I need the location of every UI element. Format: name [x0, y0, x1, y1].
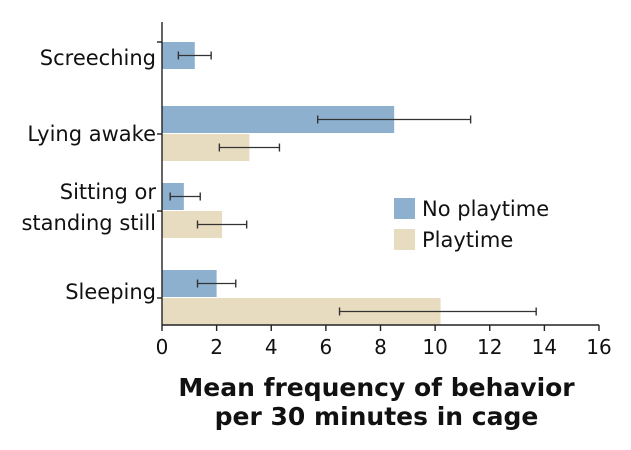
category-label: standing still [21, 211, 156, 235]
legend-swatch [394, 229, 415, 250]
x-tick-label: 16 [586, 335, 611, 359]
x-tick-label: 6 [320, 335, 333, 359]
x-tick-label: 14 [532, 335, 557, 359]
legend-label: No playtime [422, 197, 549, 221]
category-label: Lying awake [27, 122, 156, 146]
x-axis-title-line: per 30 minutes in cage [215, 402, 539, 431]
x-tick-label: 4 [265, 335, 278, 359]
x-tick-label: 2 [210, 335, 223, 359]
x-tick-label: 12 [477, 335, 502, 359]
x-tick-label: 8 [374, 335, 387, 359]
x-tick-label: 10 [422, 335, 447, 359]
x-axis-title-line: Mean frequency of behavior [178, 373, 575, 402]
bars-layer [162, 42, 537, 325]
legend-swatch [394, 198, 415, 219]
category-label: Screeching [40, 46, 156, 70]
x-tick-label: 0 [156, 335, 169, 359]
category-label: Sitting or [60, 180, 157, 204]
legend-label: Playtime [422, 228, 513, 252]
category-label: Sleeping [65, 280, 156, 304]
axes-layer: 0 2 4 6 8 10 12 14 16 [156, 22, 612, 359]
